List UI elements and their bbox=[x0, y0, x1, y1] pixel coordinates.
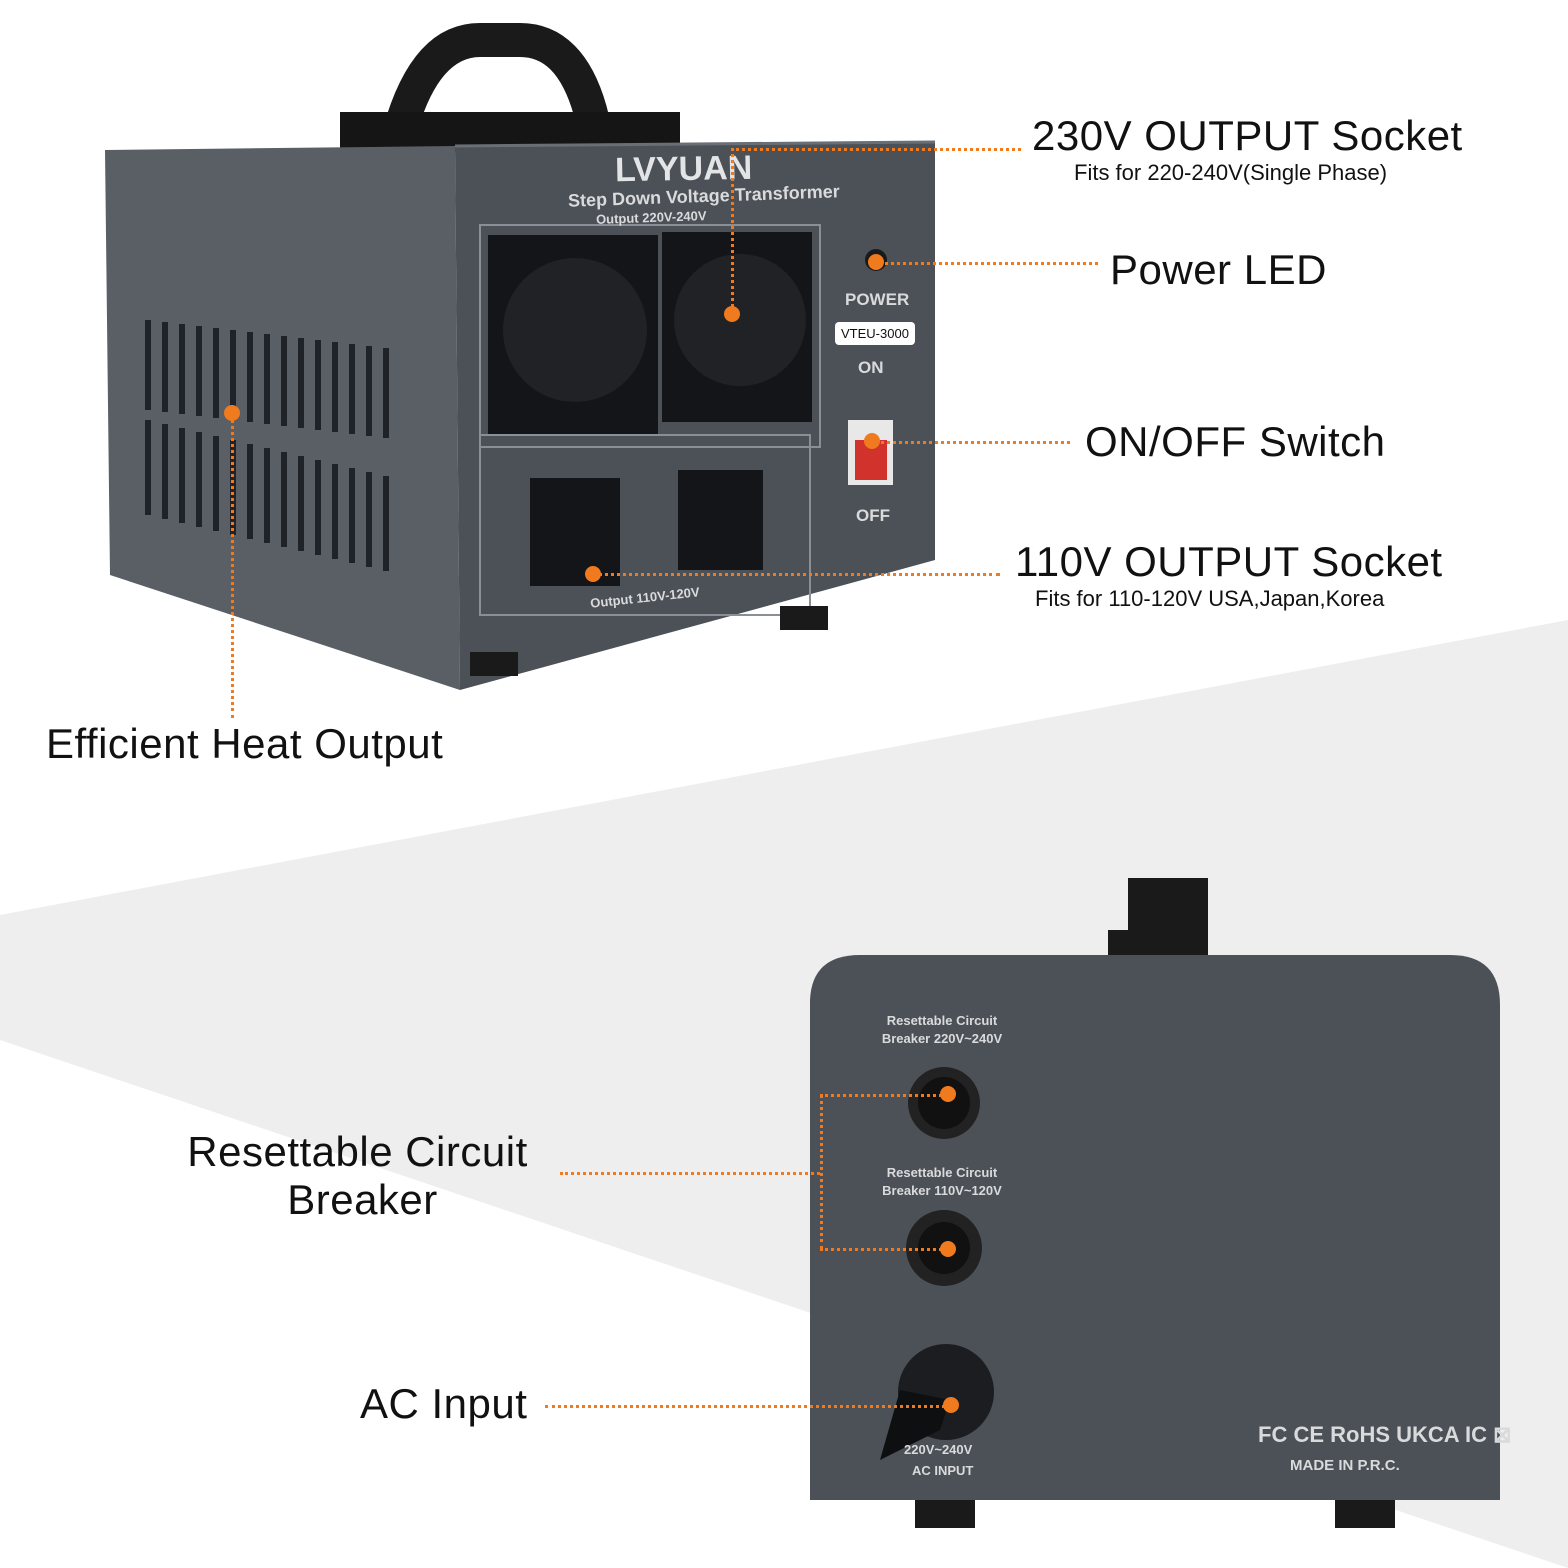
back-transformer bbox=[810, 878, 1500, 1528]
marker-ac-input bbox=[943, 1397, 959, 1413]
callout-230-sub: Fits for 220-240V(Single Phase) bbox=[1074, 160, 1388, 185]
model-tag: VTEU-3000 bbox=[835, 322, 915, 345]
leader-heat bbox=[231, 413, 234, 718]
marker-power-led bbox=[868, 254, 884, 270]
callout-heat-title: Efficient Heat Output bbox=[46, 720, 444, 767]
front-transformer bbox=[105, 23, 936, 690]
back-breaker1-label: Resettable Circuit Breaker 220V~240V bbox=[881, 1013, 1003, 1046]
callout-110-title: 110V OUTPUT Socket bbox=[1015, 538, 1443, 585]
callout-110-sub: Fits for 110-120V USA,Japan,Korea bbox=[1035, 586, 1385, 611]
marker-heat bbox=[224, 405, 240, 421]
leader-breaker-bottom bbox=[820, 1248, 948, 1251]
leader-breaker-vertical bbox=[820, 1094, 823, 1250]
marker-breaker2 bbox=[940, 1241, 956, 1257]
callout-led-title: Power LED bbox=[1110, 246, 1327, 293]
leader-110 bbox=[592, 573, 1000, 576]
leader-breaker-top bbox=[820, 1094, 948, 1097]
callout-ac-title: AC Input bbox=[360, 1380, 528, 1427]
back-input-line1: 220V~240V bbox=[904, 1442, 973, 1457]
leader-ac bbox=[545, 1405, 945, 1408]
device-power-label: POWER bbox=[845, 290, 910, 309]
leader-230-vertical bbox=[731, 148, 734, 313]
marker-switch bbox=[864, 433, 880, 449]
back-input-line2: AC INPUT bbox=[912, 1463, 974, 1478]
callout-breaker-line1: Resettable Circuit bbox=[187, 1128, 528, 1175]
callout-230-title: 230V OUTPUT Socket bbox=[1032, 112, 1463, 159]
callout-switch-title: ON/OFF Switch bbox=[1085, 418, 1386, 465]
device-off-label: OFF bbox=[856, 506, 890, 525]
leader-230-horizontal bbox=[731, 148, 1021, 151]
marker-230-socket bbox=[724, 306, 740, 322]
callout-breaker-line2: Breaker bbox=[287, 1176, 438, 1223]
marker-breaker1 bbox=[940, 1086, 956, 1102]
leader-breaker-label bbox=[560, 1172, 820, 1175]
device-on-label: ON bbox=[858, 358, 884, 377]
leader-switch bbox=[874, 441, 1070, 444]
certification-marks-icon: FC CE RoHS UKCA IC ⊠ bbox=[1258, 1422, 1512, 1447]
marker-110-socket bbox=[585, 566, 601, 582]
back-breaker2-label: Resettable Circuit Breaker 110V~120V bbox=[882, 1165, 1002, 1198]
leader-led bbox=[880, 262, 1098, 265]
back-made-in: MADE IN P.R.C. bbox=[1290, 1457, 1400, 1474]
